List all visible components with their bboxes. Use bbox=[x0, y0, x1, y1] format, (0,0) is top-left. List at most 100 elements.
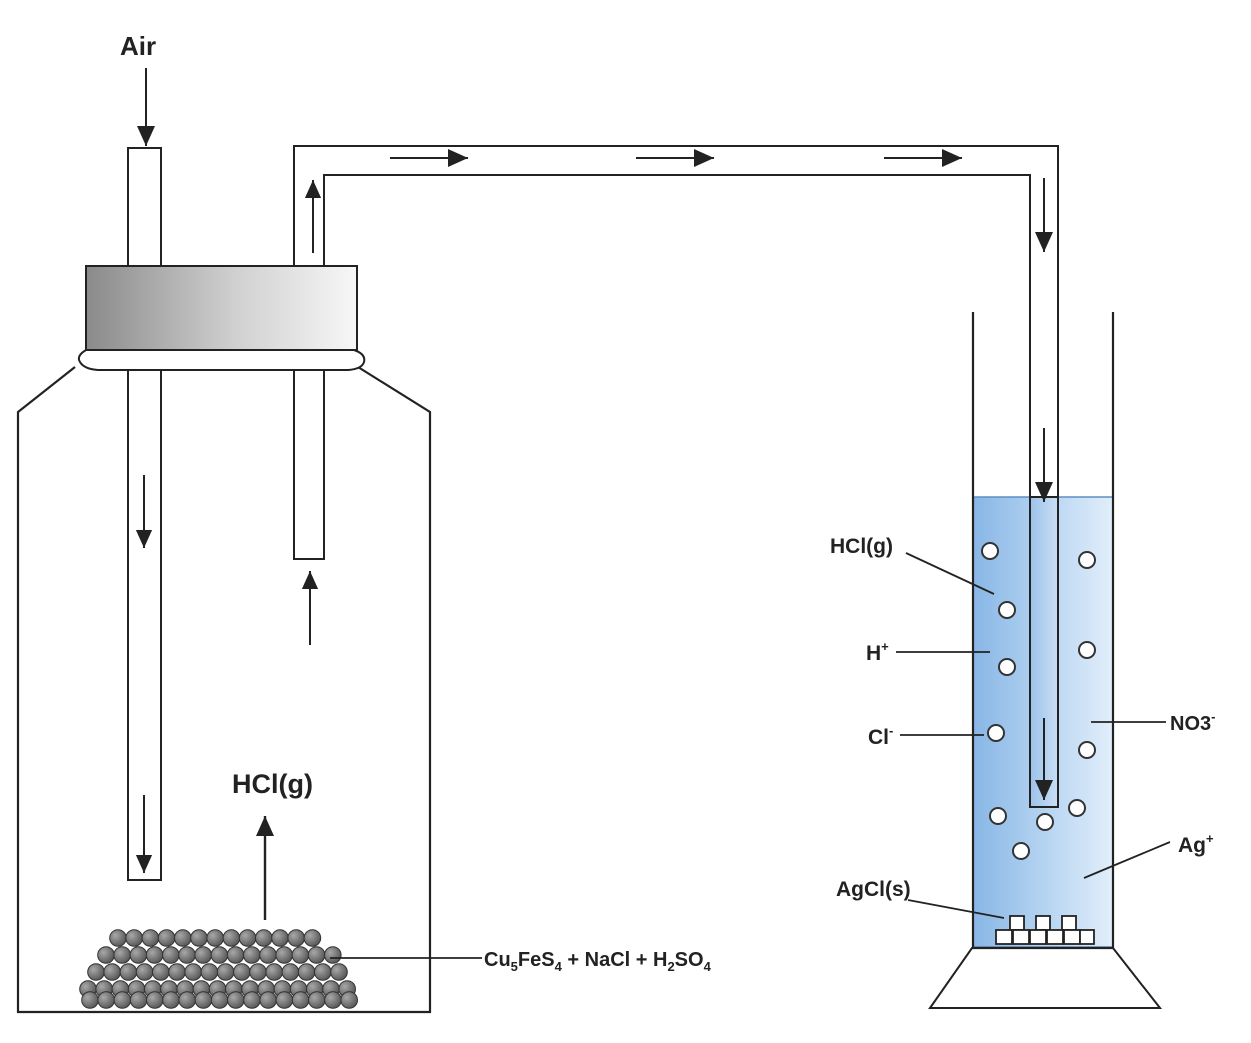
hcl-rising-arrow bbox=[256, 816, 274, 920]
generator-bottle bbox=[16, 366, 432, 1014]
reactant-particle bbox=[324, 946, 342, 964]
agcl-crystal bbox=[1029, 929, 1047, 945]
reactant-particle bbox=[200, 963, 219, 981]
bubble bbox=[998, 658, 1016, 676]
gas-up-arrow bbox=[301, 571, 319, 645]
reactant-particle bbox=[226, 946, 245, 964]
agcl-crystal bbox=[1009, 915, 1025, 931]
agcl-crystal bbox=[1046, 929, 1064, 945]
bubble bbox=[1012, 842, 1030, 860]
agcl-crystal bbox=[1012, 929, 1030, 945]
agcl-crystal bbox=[1079, 929, 1095, 945]
bottle-neck-rim bbox=[77, 349, 366, 371]
reactant-particle bbox=[259, 946, 277, 964]
flow-down-arrow bbox=[1035, 718, 1053, 800]
reactant-particle bbox=[194, 946, 212, 964]
reactant-particle bbox=[324, 991, 342, 1009]
outlet-up-arrow bbox=[304, 180, 322, 253]
reactant-particle bbox=[271, 929, 289, 947]
reactant-particle bbox=[291, 946, 310, 964]
reactant-particle bbox=[178, 991, 196, 1009]
flow-arrows bbox=[135, 68, 1053, 920]
agcl-crystal bbox=[995, 929, 1013, 945]
flow-right-arrow bbox=[390, 149, 468, 167]
bubble bbox=[981, 542, 999, 560]
bubble bbox=[1078, 551, 1096, 569]
reactant-particle bbox=[109, 929, 127, 947]
reactant-particle bbox=[314, 963, 332, 981]
reactant-particle bbox=[190, 929, 208, 947]
bubble bbox=[1068, 799, 1086, 817]
label-no3: NO3- bbox=[1170, 709, 1215, 735]
reactant-particle bbox=[194, 991, 213, 1009]
reactant-particle bbox=[340, 991, 359, 1009]
reactant-particle bbox=[168, 963, 186, 981]
reactant-particle bbox=[206, 929, 224, 947]
connecting-tube bbox=[293, 145, 1059, 500]
reactant-particle bbox=[141, 929, 160, 947]
leader-agcl bbox=[907, 899, 1005, 919]
reactant-particle bbox=[113, 946, 131, 964]
agcl-crystal bbox=[1061, 915, 1077, 931]
label-agcl: AgCl(s) bbox=[836, 878, 911, 901]
label-h-plus: H+ bbox=[866, 639, 889, 665]
reactant-particle bbox=[178, 946, 196, 964]
reactant-particle bbox=[308, 991, 326, 1009]
tube-down-arrow bbox=[135, 795, 153, 873]
reactant-particle bbox=[103, 963, 121, 981]
bubbles bbox=[981, 542, 1096, 860]
reactant-particle bbox=[210, 991, 229, 1009]
bubble bbox=[1078, 741, 1096, 759]
reactant-particle bbox=[129, 991, 148, 1009]
reactant-particle bbox=[174, 929, 192, 947]
label-air: Air bbox=[120, 31, 156, 61]
reactant-particle bbox=[233, 963, 251, 981]
flow-down-arrow bbox=[1035, 178, 1053, 252]
reactant-particle bbox=[291, 991, 310, 1009]
reactant-particle bbox=[97, 946, 115, 964]
leader-lines bbox=[330, 552, 1171, 959]
reactant-particle bbox=[287, 929, 306, 947]
bubble bbox=[987, 724, 1005, 742]
agcl-precipitate bbox=[995, 915, 1095, 945]
reactant-particle bbox=[146, 991, 164, 1009]
reactant-particle bbox=[303, 929, 322, 947]
reactant-particle bbox=[275, 946, 294, 964]
reactant-particle bbox=[129, 946, 148, 964]
label-hcl-generator: HCl(g) bbox=[232, 769, 313, 799]
gas-outlet-tube bbox=[293, 369, 325, 560]
reactant-particle bbox=[162, 946, 180, 964]
reactant-particle bbox=[162, 991, 180, 1009]
reactant-particle bbox=[113, 991, 132, 1009]
reactant-particle bbox=[243, 991, 261, 1009]
tube-down-arrow bbox=[135, 475, 153, 548]
label-cl-minus: Cl- bbox=[868, 723, 893, 749]
reactant-particle bbox=[145, 946, 164, 964]
beaker bbox=[971, 312, 1115, 950]
reactant-particle bbox=[135, 963, 154, 981]
reactant-particle bbox=[152, 963, 170, 981]
flow-right-arrow bbox=[636, 149, 714, 167]
reactant-particle bbox=[275, 991, 294, 1009]
bubble bbox=[1078, 641, 1096, 659]
reactant-particle bbox=[125, 929, 143, 947]
reactant-particle bbox=[307, 946, 326, 964]
reactant-particle bbox=[184, 963, 202, 981]
agcl-crystal bbox=[1035, 915, 1051, 931]
reactant-particle bbox=[249, 963, 267, 981]
reactant-particle bbox=[254, 929, 273, 947]
reactant-particle bbox=[259, 991, 278, 1009]
reactant-particle bbox=[97, 991, 115, 1009]
reactant-particle bbox=[265, 963, 284, 981]
bubble bbox=[1036, 813, 1054, 831]
bottle-cap bbox=[85, 265, 358, 351]
reactant-particle bbox=[243, 946, 261, 964]
reactant-particle bbox=[227, 991, 245, 1009]
label-reactants: Cu5FeS4 + NaCl + H2SO4 bbox=[484, 949, 712, 974]
beaker-stand bbox=[928, 947, 1163, 1009]
reactant-particle bbox=[297, 963, 316, 981]
reactant-particle bbox=[87, 963, 105, 981]
reactant-particle bbox=[281, 963, 300, 981]
